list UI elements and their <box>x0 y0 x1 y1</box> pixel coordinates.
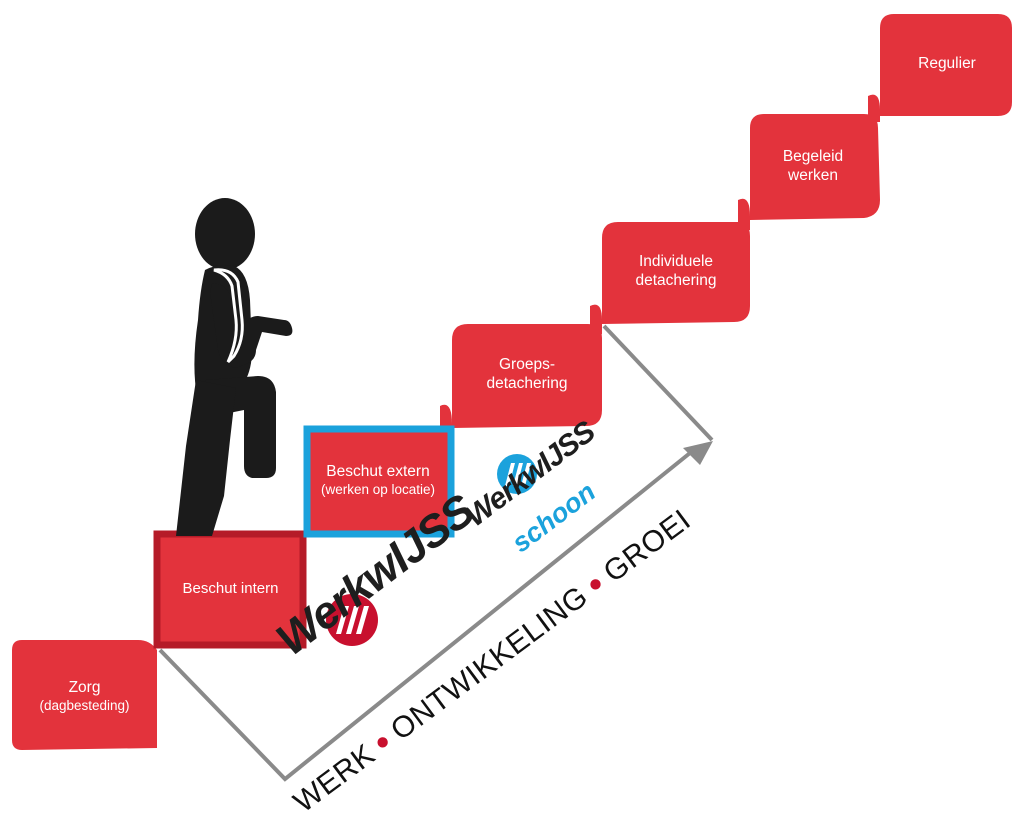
step-begeleid-werken-line2: werken <box>788 166 838 184</box>
werkwijss-logo-icon <box>326 594 378 646</box>
walking-person-icon <box>176 198 293 536</box>
step-regulier: Regulier <box>882 14 1012 118</box>
step-begeleid-werken-line1: Begeleid <box>782 147 844 165</box>
step-beschut-extern: Beschut extern (werken op locatie) <box>304 427 452 534</box>
step-zorg: Zorg (dagbesteding) <box>12 645 157 749</box>
step-beschut-extern-subtitle: (werken op locatie) <box>320 481 436 497</box>
step-shape-indiv <box>602 222 750 324</box>
step-beschut-extern-title: Beschut extern <box>326 462 430 480</box>
step-shape-extern <box>304 427 452 535</box>
step-beschut-intern: Beschut intern <box>157 533 304 646</box>
werkwijss-schoon-logo-icon <box>497 454 537 494</box>
arrowhead-icon <box>683 441 713 465</box>
step-groepsdetachering-line1: Groeps- <box>499 356 555 374</box>
arrow-lower-path <box>158 451 692 782</box>
step-individuele-detachering: Individuele detachering <box>602 222 750 322</box>
step-shape-intern <box>157 533 304 646</box>
step-groepsdetachering-line2: detachering <box>486 375 568 392</box>
step-shape-begeleid <box>750 114 880 220</box>
step-regulier-title: Regulier <box>918 54 976 72</box>
step-zorg-subtitle: (dagbesteding) <box>39 698 130 714</box>
step-shape-regulier <box>880 14 1012 116</box>
step-individuele-detachering-line1: Individuele <box>638 253 714 271</box>
step-shape-groeps <box>452 324 602 428</box>
highlight-beschut-extern-border <box>303 425 455 538</box>
step-connector <box>590 304 602 334</box>
arrow-upper-path <box>602 324 714 442</box>
growth-arrows <box>158 324 714 782</box>
step-zorg-title: Zorg <box>68 679 101 697</box>
step-begeleid-werken: Begeleid werken <box>750 115 876 218</box>
step-shape-zorg <box>12 640 157 750</box>
staircase <box>12 14 1012 750</box>
step-individuele-detachering-line2: detachering <box>635 272 717 289</box>
step-connector <box>738 198 750 230</box>
step-beschut-intern-title: Beschut intern <box>182 580 279 598</box>
highlight-beschut-intern-border <box>153 530 307 649</box>
step-groepsdetachering: Groeps- detachering <box>452 324 602 426</box>
step-connector <box>868 94 880 122</box>
